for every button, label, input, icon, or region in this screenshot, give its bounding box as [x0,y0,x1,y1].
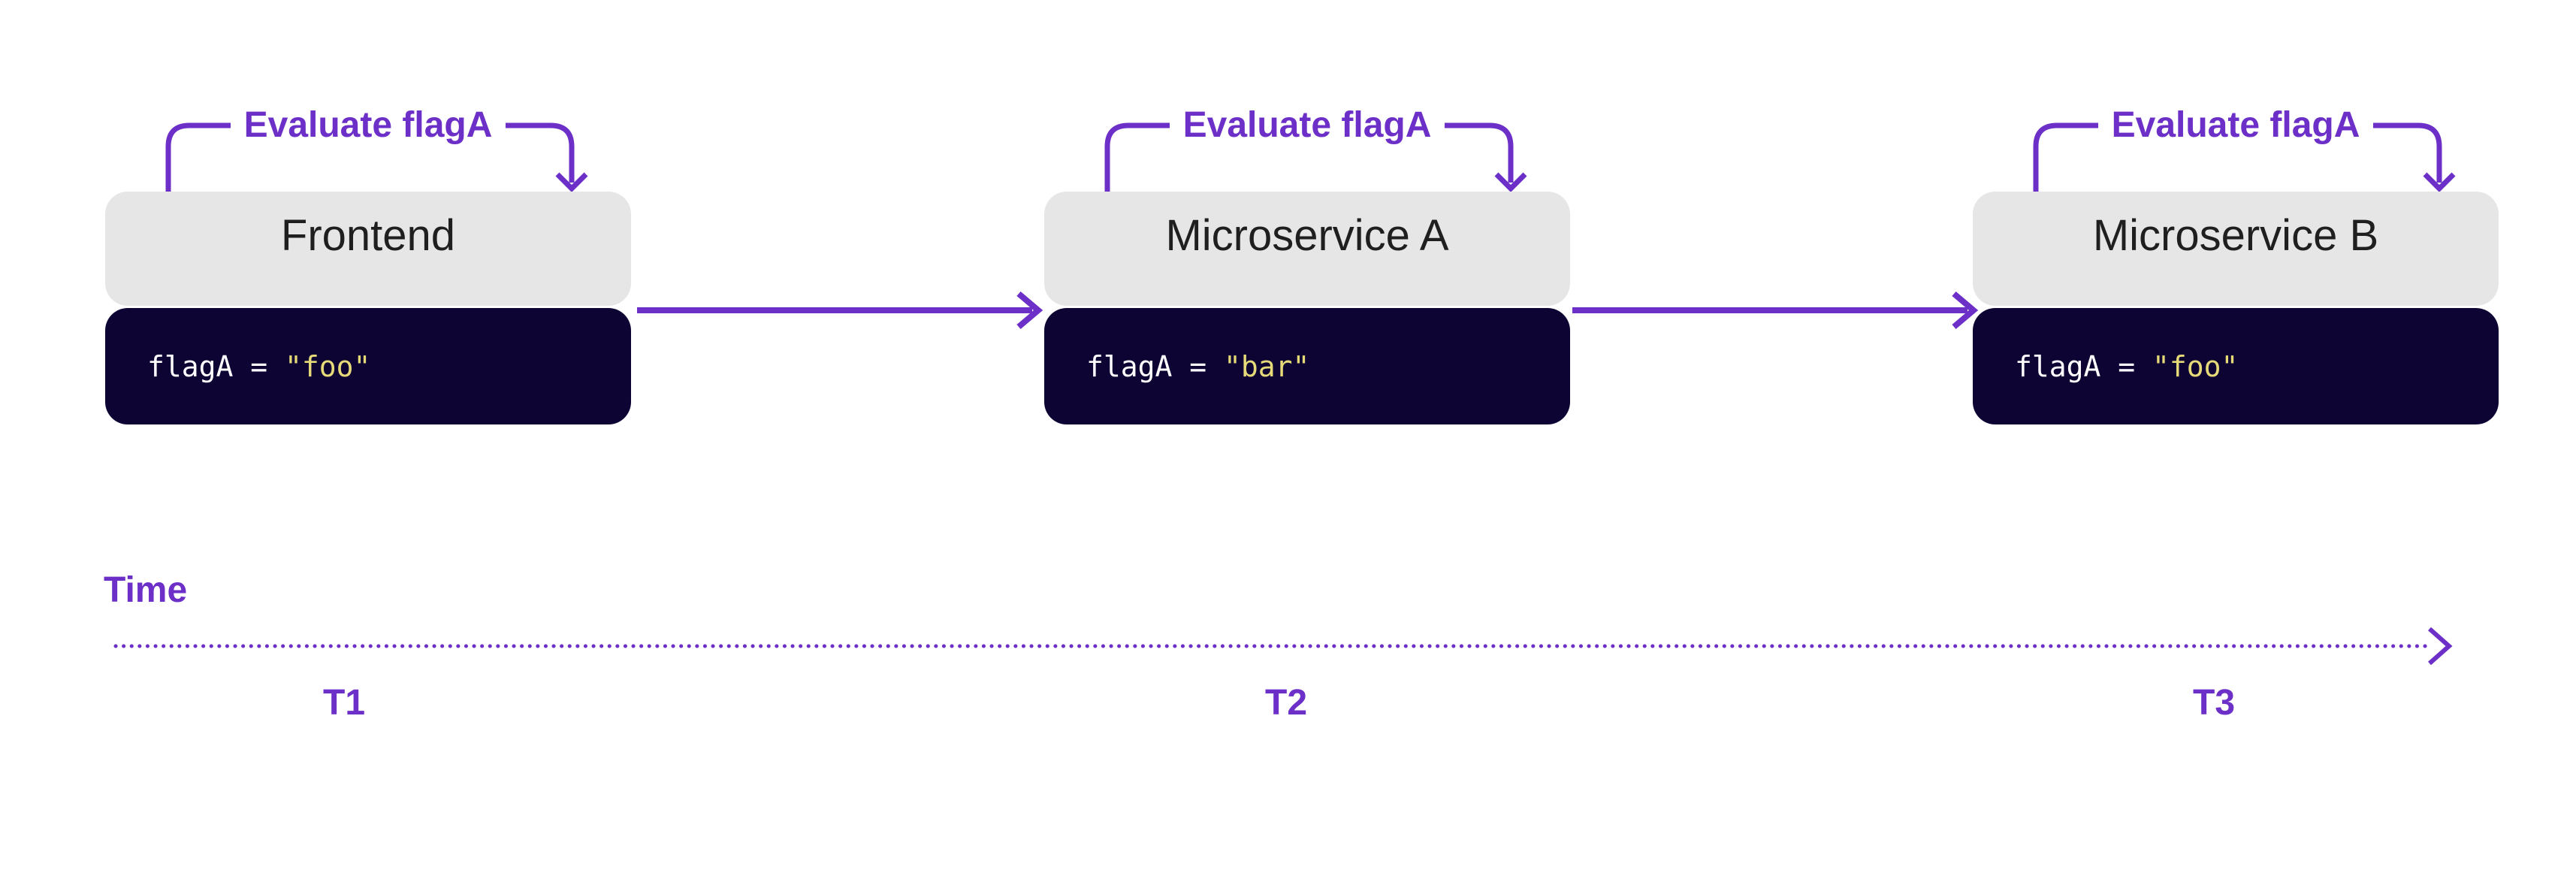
callout-bracket [2033,122,2456,192]
bracket-line [165,122,575,192]
code-lhs: flagA = [1086,349,1225,383]
timeline-axis [113,627,2453,666]
flow-arrow-a-to-b [1572,291,1979,330]
timeline-tick-t2: T2 [1264,683,1308,723]
timeline-title: Time [104,570,188,610]
service-box: Microservice A flagA = "bar" [1044,192,1570,424]
code-string-value: "foo" [285,349,371,383]
callout-bracket [165,122,588,192]
service-group-frontend: Evaluate flagA Frontend flagA = "foo" [105,86,631,428]
down-arrow-icon [2423,172,2456,192]
callout-bracket [1104,122,1527,192]
service-code-block: flagA = "foo" [105,308,631,424]
service-group-microservice-b: Evaluate flagA Microservice B flagA = "f… [1973,86,2499,428]
service-header: Microservice A [1044,192,1570,306]
bracket-line [2033,122,2442,192]
service-title: Microservice A [1165,210,1449,260]
service-box: Frontend flagA = "foo" [105,192,631,424]
flow-arrow-frontend-to-a [637,291,1043,330]
arrowhead-icon [1952,291,1979,330]
bracket-line [1104,122,1514,192]
service-title: Frontend [280,210,456,260]
code-string-value: "foo" [2152,349,2239,383]
service-header: Frontend [105,192,631,306]
service-group-microservice-a: Evaluate flagA Microservice A flagA = "b… [1044,86,1570,428]
down-arrow-icon [555,172,588,192]
timeline-tick-t1: T1 [322,683,366,723]
timeline-tick-t3: T3 [2192,683,2236,723]
service-code-block: flagA = "foo" [1973,308,2499,424]
service-box: Microservice B flagA = "foo" [1973,192,2499,424]
timeline-arrowhead-icon [2428,627,2453,666]
service-header: Microservice B [1973,192,2499,306]
code-string-value: "bar" [1224,349,1310,383]
service-code-block: flagA = "bar" [1044,308,1570,424]
down-arrow-icon [1494,172,1527,192]
service-title: Microservice B [2092,210,2379,260]
code-lhs: flagA = [147,349,285,383]
code-lhs: flagA = [2015,349,2153,383]
arrowhead-icon [1016,291,1043,330]
